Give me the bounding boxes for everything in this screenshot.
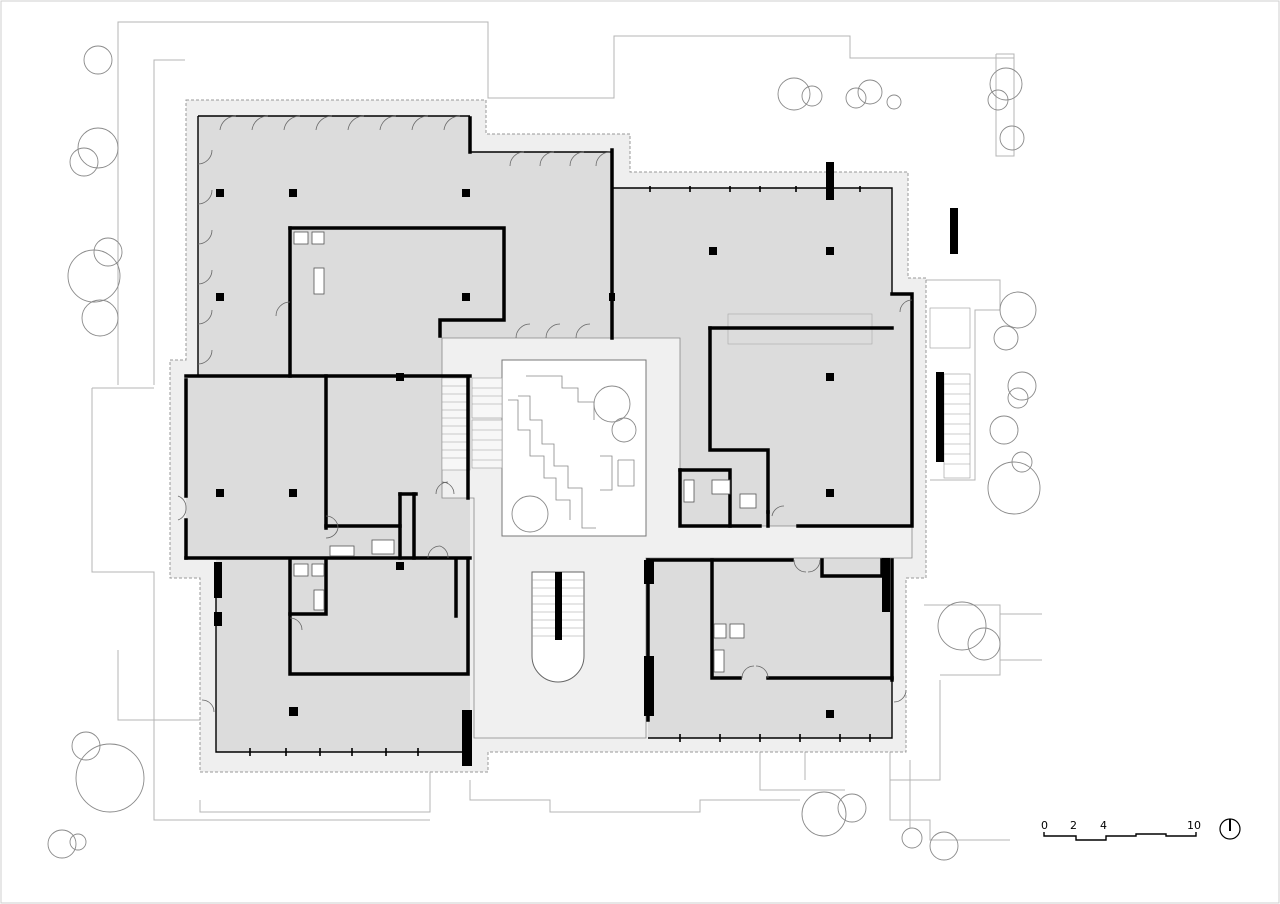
scale-label-2: 2 xyxy=(1070,819,1077,832)
scale-label-0: 0 xyxy=(1041,819,1048,832)
scale-label-10: 10 xyxy=(1187,819,1201,832)
east-stairs xyxy=(727,307,971,479)
courtyard xyxy=(501,359,647,537)
scale-bar: 0 2 4 10 xyxy=(1041,819,1201,841)
tree-icon xyxy=(857,79,883,105)
tree-icon xyxy=(93,237,123,267)
room-southwest xyxy=(216,558,470,752)
tree-icon xyxy=(999,291,1037,329)
window-mullions xyxy=(249,186,871,756)
south-stair xyxy=(531,571,585,683)
tree-icon xyxy=(937,601,987,651)
tree-icon xyxy=(77,127,119,169)
room-southeast xyxy=(648,558,892,738)
tree-icon xyxy=(989,415,1019,445)
door-swings xyxy=(177,115,913,713)
tree-icon xyxy=(47,829,77,859)
room-west xyxy=(186,376,470,558)
tree-icon xyxy=(901,827,923,849)
tree-icon xyxy=(993,325,1019,351)
north-arrow-icon xyxy=(1219,818,1241,840)
tree-icon xyxy=(989,67,1023,101)
tree-icon xyxy=(1007,387,1029,409)
room-northeast xyxy=(612,188,912,526)
scale-label-4: 4 xyxy=(1100,819,1107,832)
tree-icon xyxy=(1007,371,1037,401)
room-northwest xyxy=(198,116,612,376)
exterior-walls xyxy=(197,115,893,753)
tree-icon xyxy=(987,461,1041,515)
courtyard-trees xyxy=(511,385,637,533)
floor-areas xyxy=(186,116,912,752)
tree-icon xyxy=(845,87,867,109)
wall-blocks xyxy=(214,162,958,766)
tree-icon xyxy=(886,94,902,110)
tree-icon xyxy=(81,299,119,337)
tree-icon xyxy=(929,831,959,861)
tree-icon xyxy=(777,77,811,111)
tree-icon xyxy=(801,85,823,107)
tree-icon xyxy=(967,627,1001,661)
trees xyxy=(47,45,1041,861)
west-stairs xyxy=(441,377,503,471)
tree-icon xyxy=(67,249,121,303)
tree-icon xyxy=(71,731,101,761)
tree-icon xyxy=(837,793,867,823)
tree-icon xyxy=(801,791,847,837)
columns xyxy=(216,189,834,718)
tree-icon xyxy=(999,125,1025,151)
wc-fixtures xyxy=(293,231,757,673)
tree-icon xyxy=(987,89,1009,111)
tree-icon xyxy=(1011,451,1033,473)
tree-icon xyxy=(75,743,145,813)
tree-icon xyxy=(69,147,99,177)
tree-icon xyxy=(83,45,113,75)
tree-icon xyxy=(69,833,87,851)
